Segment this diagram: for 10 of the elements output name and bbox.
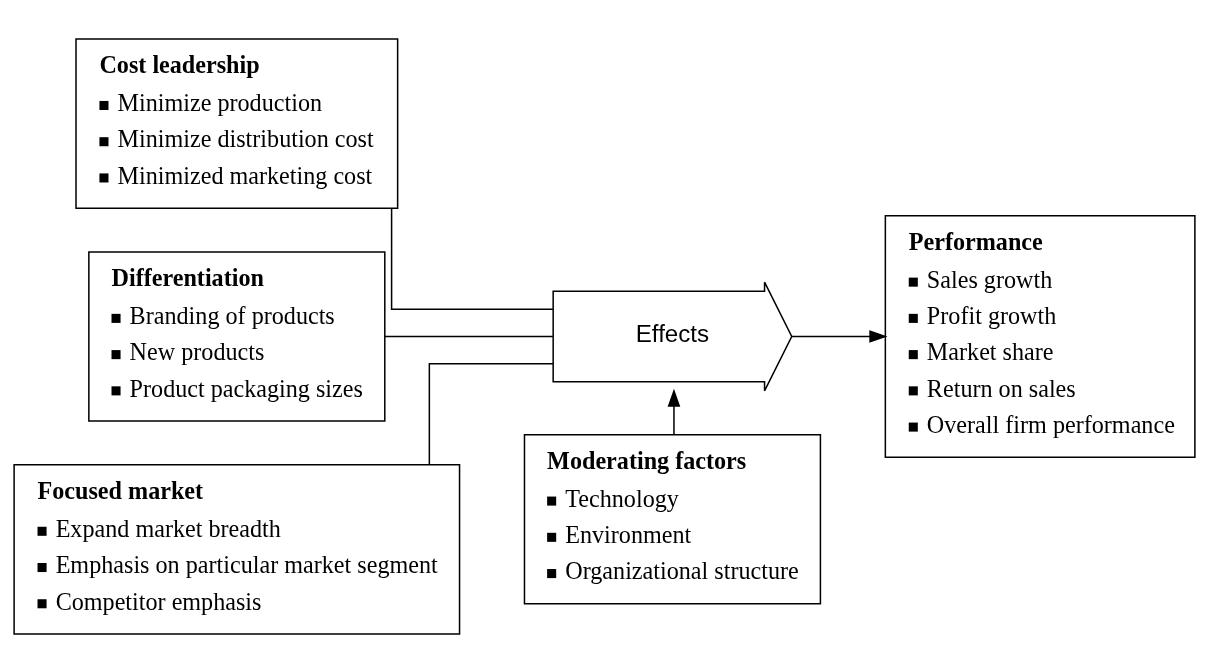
connector	[428, 362, 554, 465]
node-box: Focused market Expand market breadth Emphasis on particular market segment Competitor emphasis	[13, 463, 461, 635]
node-box: Cost leadership Minimize production Minimize distribution cost Minimized marketing cost	[75, 37, 399, 209]
node-box: Differentiation Branding of products New products Product packaging sizes	[88, 250, 386, 422]
arrow	[667, 388, 681, 435]
connector	[390, 207, 554, 310]
arrow	[791, 329, 888, 343]
node-box: Performance Sales growth Profit growth Market share Return on sales Overall firm performance	[884, 214, 1196, 458]
node-box: Moderating factors Technology Environment Organizational structure	[523, 433, 822, 604]
connector	[384, 335, 554, 337]
